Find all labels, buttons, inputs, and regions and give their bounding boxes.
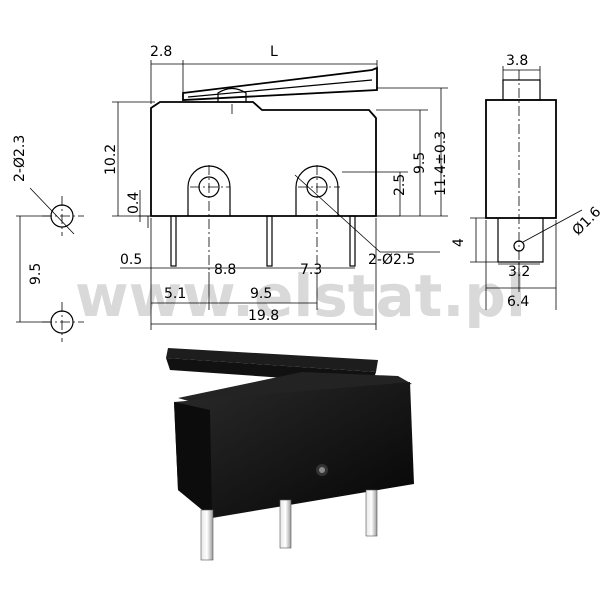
side-lever [502, 79, 541, 101]
dim-pin-pitch-a: 5.1 [164, 286, 186, 302]
pin-2 [266, 215, 273, 267]
actuator [217, 87, 247, 102]
side-view [470, 70, 557, 272]
front-body [150, 101, 377, 217]
dim-hole-diameter: 2-Ø2.5 [368, 252, 415, 268]
mounting-pattern: 2-Ø2.3 9.5 [12, 135, 84, 342]
photo-pin-1 [200, 509, 214, 561]
dim-side-pin-height: 4 [451, 238, 467, 247]
dim-pin-thickness: 0.5 [120, 252, 142, 268]
dim-mount-hole-diameter: 2-Ø2.3 [12, 135, 28, 182]
side-dimensions: 3.8 4 Ø1.6 3.2 6.4 [451, 53, 600, 310]
lever [182, 66, 378, 101]
side-body [485, 99, 557, 219]
dim-pin-offset: 0.4 [126, 192, 142, 214]
dim-pin-pitch-b: 9.5 [250, 286, 272, 302]
dim-lever-offset: 2.8 [150, 44, 172, 60]
dim-overall-length: 19.8 [248, 308, 279, 324]
side-lower [497, 218, 544, 263]
photo-lever [166, 348, 378, 372]
dim-side-hole-diameter: Ø1.6 [570, 204, 600, 239]
front-dimensions: 2.8 L 10.2 0.4 2.5 9.5 11.4±0.3 2-Ø2.5 0… [103, 44, 449, 330]
dim-lever-length: L [270, 44, 278, 60]
dim-body-height: 10.2 [103, 144, 119, 175]
dim-side-width-top: 3.8 [506, 53, 528, 69]
photo-pin-3 [365, 489, 378, 537]
dim-side-width: 6.4 [507, 294, 529, 310]
dim-pin-gap-a: 8.8 [214, 262, 236, 278]
photo-body [174, 382, 414, 518]
dim-mount-hole-spacing: 9.5 [28, 263, 44, 285]
product-photo [166, 348, 414, 561]
dim-pin-gap-b: 7.3 [300, 262, 322, 278]
dim-side-hole-offset: 3.2 [508, 264, 530, 280]
dim-hole-offset: 2.5 [392, 174, 408, 196]
photo-pin-2 [279, 499, 292, 549]
watermark: www.elstat.pl [75, 262, 526, 330]
dim-total-height: 11.4±0.3 [433, 131, 449, 196]
dim-hole-height: 9.5 [412, 152, 428, 174]
pin-3 [349, 215, 356, 267]
front-view [138, 66, 400, 272]
pin-1 [170, 215, 177, 267]
